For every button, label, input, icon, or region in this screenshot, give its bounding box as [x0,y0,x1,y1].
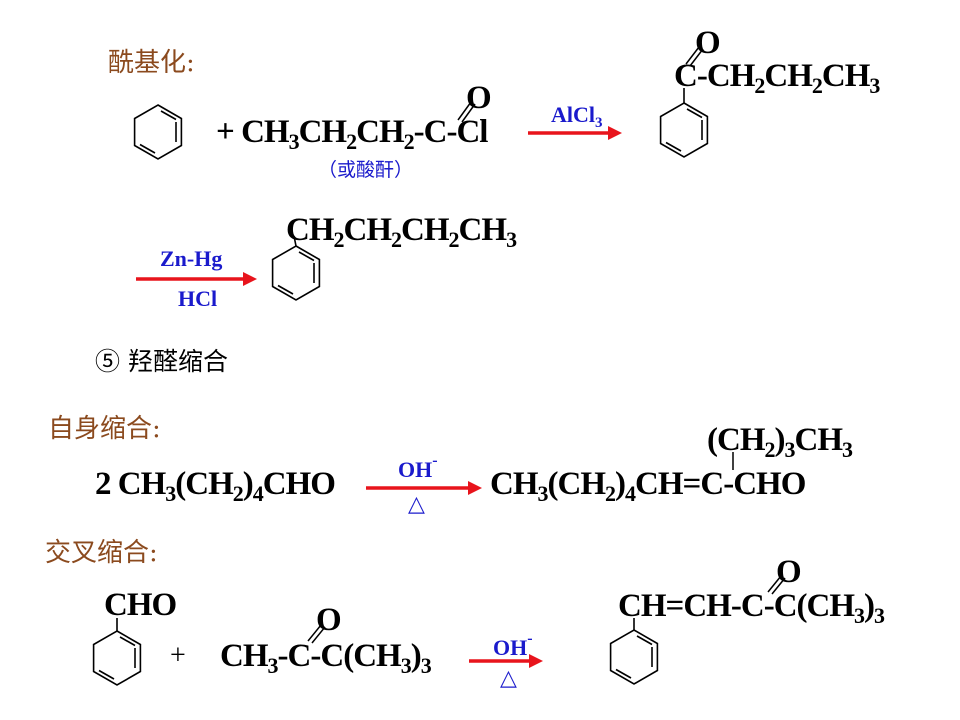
benzene-ring [133,104,183,160]
subscript: 4 [625,481,636,506]
subscript: 3 [595,115,603,131]
charge: - [527,630,533,647]
cross-condensation-heading: 交叉缩合: [45,538,158,568]
subscript: 3 [537,481,549,506]
heat-symbol: △ [408,492,425,517]
subscript: 4 [252,481,264,506]
subscript: 2 [754,73,765,98]
ketone-product-chain: C-CH2CH2CH3 [674,58,880,98]
aldehyde-group: CHO [104,587,177,623]
product-formula: CH3(CH2)4CH=C-CHO [490,466,806,506]
subscript: 2 [448,227,460,252]
subscript: 2 [232,481,244,506]
carbonyl-oxygen: O [466,80,492,116]
self-condensation-heading: 自身缩合: [48,414,161,444]
carbonyl-oxygen: O [316,602,342,638]
reactant-formula: 2 CH3(CH2)4CHO [95,466,336,506]
enone-product-chain: CH=CH-C-C(CH3)3 [618,588,885,628]
subscript: 2 [333,227,345,252]
catalyst-label: OH- [398,453,438,481]
subscript: 2 [403,129,415,154]
subscript: 3 [400,653,412,678]
subscript: 3 [842,437,853,462]
subscript: 2 [391,227,402,252]
subscript: 3 [420,653,432,678]
subscript: 3 [854,603,865,628]
reagent-label: HCl [178,286,218,311]
branch-formula: (CH2)3CH3 [707,422,853,462]
subscript: 2 [605,481,616,506]
section-title: ⑤ 羟醛缩合 [95,347,228,376]
catalyst-text: OH [398,457,433,482]
subscript: 2 [811,73,823,98]
catalyst-text: OH [493,635,528,660]
subscript: 3 [267,653,279,678]
benzene-ring [92,630,142,686]
benzene-ring [609,629,659,685]
butyl-chain: CH2CH2CH2CH3 [286,212,517,252]
acylation-heading: 酰基化: [108,48,195,78]
carbonyl-oxygen: O [776,554,802,590]
reagent-label: Zn-Hg [160,246,223,271]
acyl-chloride-formula: + CH3CH2CH2-C-Cl [216,114,488,154]
subscript: 3 [165,481,176,506]
subscript: 3 [784,437,796,462]
anhydride-note: （或酸酐） [318,159,414,181]
catalyst-label: OH- [493,631,533,659]
ketone-formula: CH3-C-C(CH3)3 [220,638,432,678]
subscript: 3 [874,603,885,628]
catalyst-label: AlCl3 [551,102,603,131]
plus-sign: + [170,640,186,671]
subscript: 3 [288,129,300,154]
subscript: 3 [869,73,880,98]
carbonyl-oxygen: O [695,25,721,61]
subscript: 2 [346,129,357,154]
subscript: 2 [764,437,776,462]
benzene-ring [271,245,321,301]
subscript: 3 [506,227,517,252]
heat-symbol: △ [500,666,517,691]
benzene-ring [659,102,709,158]
charge: - [432,452,438,469]
